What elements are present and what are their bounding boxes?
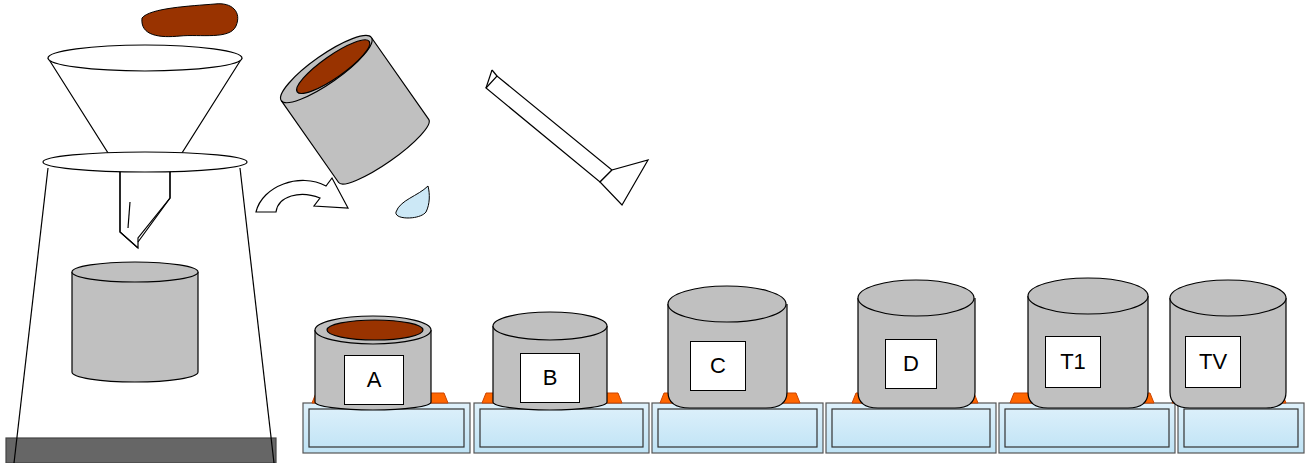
container-label: B <box>543 367 558 389</box>
label-box: B <box>520 353 580 403</box>
balances <box>303 403 1304 453</box>
pouring-cylinder <box>273 26 435 192</box>
cylinders <box>315 278 1286 410</box>
filtration-setup <box>6 45 276 463</box>
label-box: A <box>344 355 404 405</box>
label-box: TV <box>1185 336 1241 388</box>
sample-lump <box>142 4 238 37</box>
water-drop <box>396 186 429 218</box>
container-label: T1 <box>1060 351 1086 373</box>
label-box: D <box>885 339 937 389</box>
label-box: C <box>690 341 746 391</box>
container-label: TV <box>1199 351 1227 373</box>
label-box: T1 <box>1045 336 1101 388</box>
curved-arrow <box>256 178 348 212</box>
container-label: C <box>710 355 726 377</box>
container-label: D <box>903 353 919 375</box>
container-label: A <box>367 369 382 391</box>
spatula <box>486 70 648 205</box>
